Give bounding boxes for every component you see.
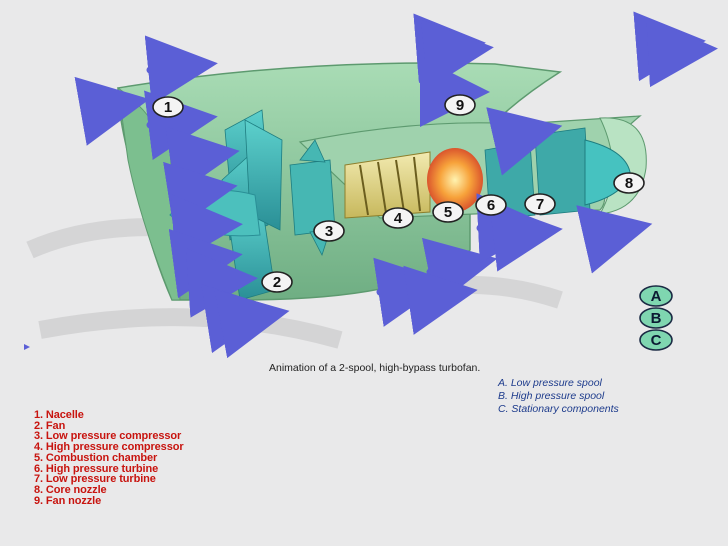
callout-number: 4 [394, 210, 403, 227]
flow-arrow [163, 161, 238, 232]
flow-arrow [489, 201, 563, 272]
callout-badge: 4 [382, 207, 414, 229]
flow-arrow [486, 107, 563, 176]
callout-badge-shape [475, 194, 507, 216]
flow-arrow [420, 19, 494, 90]
flow-arrow [476, 193, 548, 264]
callout-number: 1 [164, 99, 172, 116]
flow-arrow [165, 126, 240, 196]
callout-number: 7 [536, 196, 544, 213]
callout-number: 5 [444, 204, 452, 221]
parts-legend-item: 7. Low pressure turbine [34, 473, 156, 486]
flow-arrow [403, 265, 478, 335]
callout-badge-shape [261, 271, 293, 293]
callout-badge: 1 [152, 96, 184, 118]
callout-number: 8 [625, 175, 633, 192]
spool-badge-shape [639, 307, 673, 329]
callout-badge-shape [152, 96, 184, 118]
flow-arrow [576, 205, 653, 274]
callout-badge: 8 [613, 172, 645, 194]
flow-arrow [144, 35, 218, 106]
callout-badge: 6 [475, 194, 507, 216]
stray-arrow-mark [24, 344, 30, 350]
combustion-chamber [427, 148, 483, 212]
callout-badge: 7 [524, 193, 556, 215]
callouts: 1 2 3 4 5 6 7 8 9 [152, 94, 645, 293]
spool-badge: C [639, 329, 673, 351]
parts-legend: 1. Nacelle 2. Fan 3. Low pressure compre… [34, 410, 184, 506]
parts-legend-item: 9. Fan nozzle [34, 494, 102, 507]
spool-badge-shape [639, 329, 673, 351]
flow-arrow [74, 76, 150, 146]
hpc-blade-lines [359, 156, 421, 216]
callout-badge: 2 [261, 271, 293, 293]
callout-badge: 3 [313, 220, 345, 242]
parts-legend-item: 6. High pressure turbine [34, 462, 159, 475]
callout-badge: 9 [444, 94, 476, 116]
callout-badge-shape [432, 201, 464, 223]
flow-arrow [413, 13, 486, 84]
parts-legend-item: 5. Combustion chamber [34, 451, 158, 464]
callout-number: 9 [456, 97, 464, 114]
airflow-arrows [74, 11, 718, 359]
callout-number: 6 [487, 197, 495, 214]
parts-legend-item: 1. Nacelle [34, 409, 84, 421]
flow-arrow [646, 17, 718, 88]
spool-legend: A. Low pressure spool B. High pressure s… [498, 377, 619, 416]
spool-legend-item: C. Stationary components [498, 403, 619, 415]
spool-badges: ABC [639, 285, 673, 351]
callout-badge-shape [613, 172, 645, 194]
diagram-caption: Animation of a 2-spool, high-bypass turb… [269, 362, 481, 374]
callout-badge-shape [444, 94, 476, 116]
spool-badge-letter: B [651, 310, 662, 327]
callout-badge: 5 [432, 201, 464, 223]
callout-badge-shape [382, 207, 414, 229]
flow-arrow [214, 289, 290, 359]
callout-number: 3 [325, 223, 333, 240]
parts-legend-item: 4. High pressure compressor [34, 441, 184, 454]
parts-legend-item: 2. Fan [34, 419, 66, 432]
callout-badge-shape [313, 220, 345, 242]
spool-badge-letter: C [651, 332, 662, 349]
spool-badge-letter: A [651, 288, 662, 305]
spool-badge-shape [639, 285, 673, 307]
flow-arrow [185, 247, 258, 318]
parts-legend-item: 3. Low pressure compressor [34, 430, 182, 443]
spool-badge: B [639, 307, 673, 329]
flow-arrow [633, 11, 706, 82]
flow-arrow [168, 228, 243, 299]
spool-badge: A [639, 285, 673, 307]
spool-legend-item: A. Low pressure spool [498, 377, 602, 389]
callout-badge-shape [524, 193, 556, 215]
flow-arrow [170, 193, 243, 264]
callout-number: 2 [273, 274, 281, 291]
flow-arrow [143, 90, 218, 160]
parts-legend-item: 8. Core nozzle [34, 483, 107, 496]
spool-legend-item: B. High pressure spool [498, 390, 605, 402]
